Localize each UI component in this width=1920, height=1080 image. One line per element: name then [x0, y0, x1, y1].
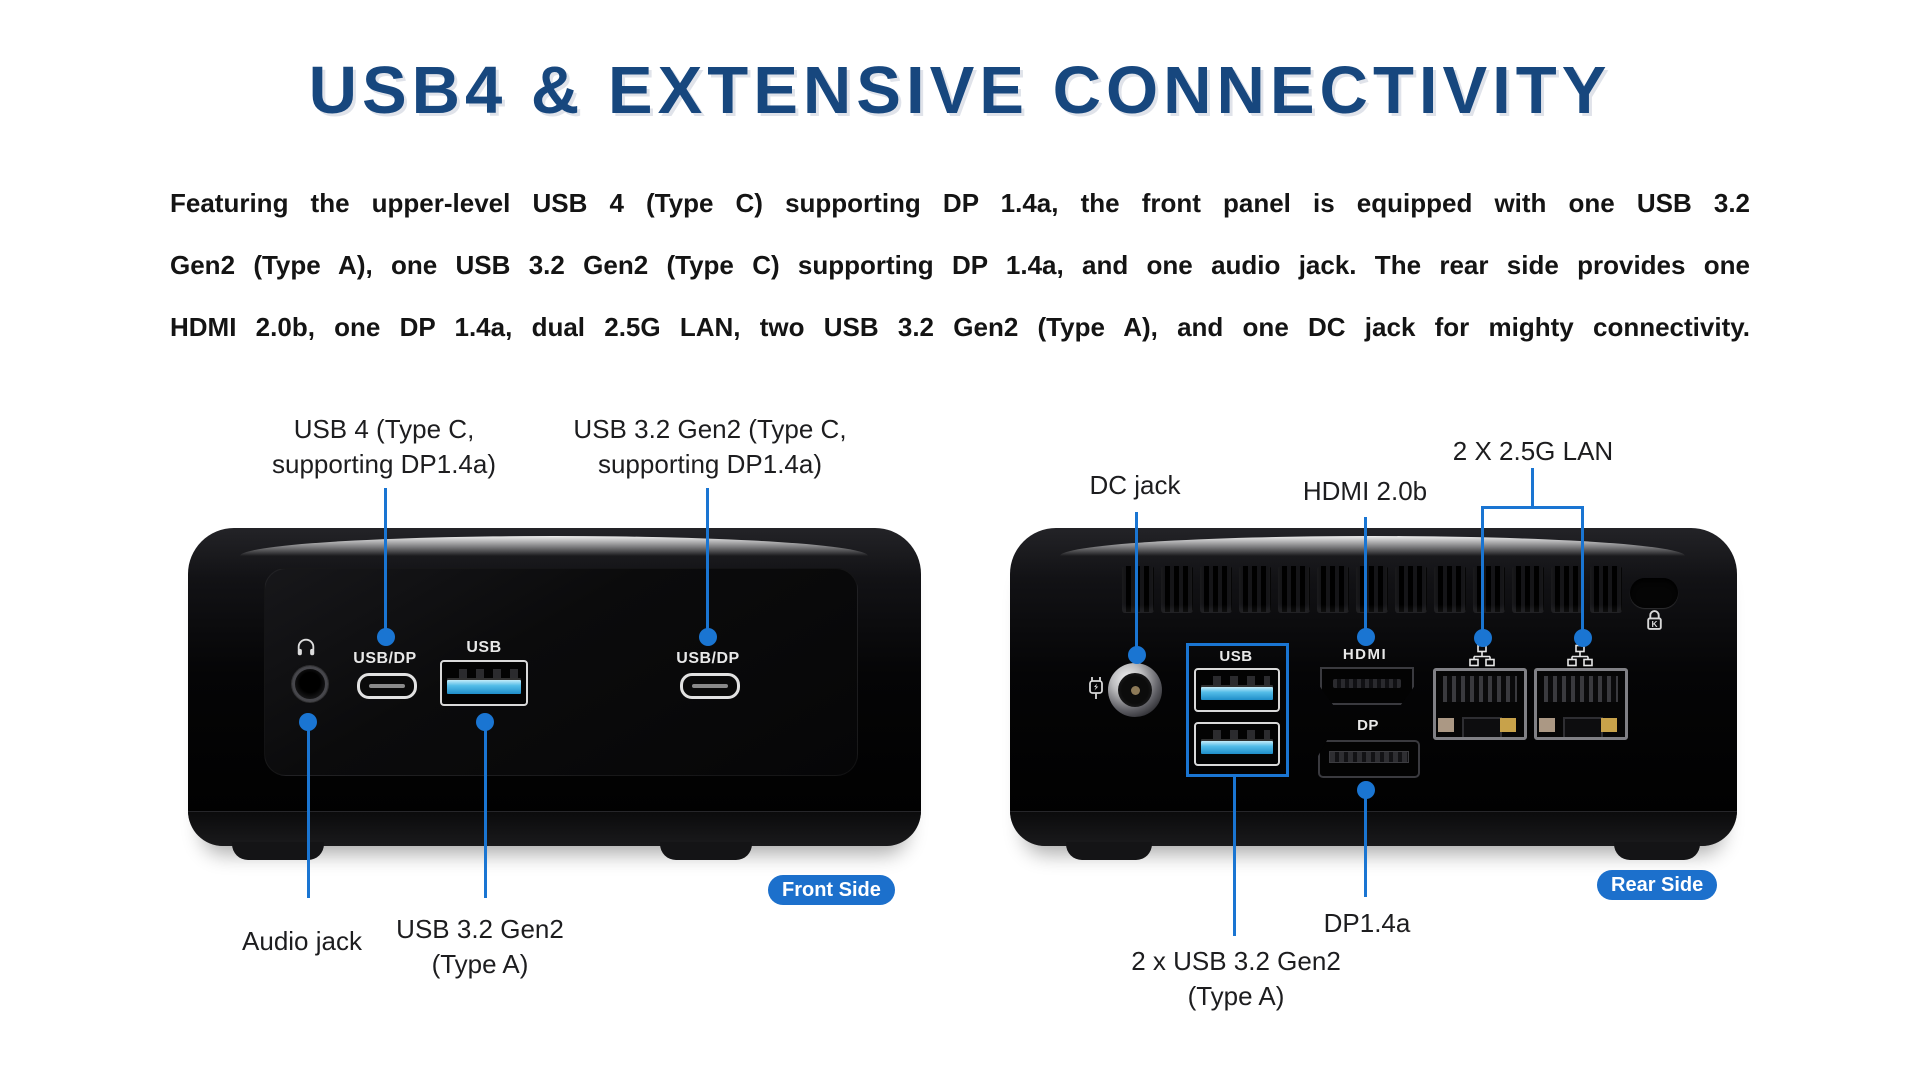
callout-dot — [377, 628, 395, 646]
label-lan: 2 X 2.5G LAN — [1452, 436, 1614, 466]
kensington-lock-icon: K — [1647, 610, 1662, 630]
device-foot — [660, 842, 752, 860]
callout-dot — [1574, 629, 1592, 647]
lan-tab — [1500, 718, 1516, 732]
callout-line — [307, 728, 310, 898]
device-foot — [1614, 842, 1700, 860]
usb-a-port — [1194, 668, 1280, 712]
intro-paragraph: Featuring the upper-level USB 4 (Type C)… — [170, 172, 1750, 358]
callout-line — [1531, 468, 1534, 508]
audio-jack-port — [292, 666, 328, 702]
label-usb4-type-c: USB 4 (Type C, supporting DP1.4a) — [271, 414, 497, 479]
gloss-highlight — [1060, 536, 1685, 556]
hdmi-port — [1320, 667, 1414, 705]
paragraph-line: Featuring the upper-level USB 4 (Type C)… — [170, 188, 1750, 218]
port-label-usbdp: USB/DP — [353, 650, 417, 667]
paragraph-line: HDMI 2.0b, one DP 1.4a, dual 2.5G LAN, t… — [170, 312, 1750, 342]
page-title: USB4 & EXTENSIVE CONNECTIVITY — [308, 53, 1612, 128]
usb-pair-outline — [1186, 643, 1289, 777]
callout-dot — [1357, 628, 1375, 646]
callout-line — [1481, 506, 1584, 509]
label-hdmi: HDMI 2.0b — [1302, 476, 1428, 506]
rear-side-badge: Rear Side — [1597, 870, 1718, 900]
usb-a-port — [1194, 722, 1280, 766]
callout-line — [384, 488, 387, 637]
port-label-usb: USB — [466, 639, 502, 656]
power-plug-icon — [1089, 677, 1103, 699]
port-label-hdmi: HDMI — [1342, 646, 1388, 663]
callout-line — [1233, 774, 1236, 936]
lan-tab — [1539, 718, 1555, 732]
chassis-base — [1010, 811, 1737, 846]
port-label-usbdp: USB/DP — [676, 650, 740, 667]
vent-grille — [1122, 566, 1622, 612]
port-label-usb: USB — [1219, 648, 1253, 665]
callout-dot — [1357, 781, 1375, 799]
paragraph-line: Gen2 (Type A), one USB 3.2 Gen2 (Type C)… — [170, 250, 1750, 280]
headphone-icon — [297, 638, 315, 656]
callout-line — [1135, 512, 1138, 655]
device-foot — [1066, 842, 1152, 860]
front-panel — [264, 568, 858, 776]
lan-tab — [1601, 718, 1617, 732]
usb-a-port — [440, 660, 528, 706]
gloss-highlight — [240, 536, 868, 556]
callout-line — [1364, 517, 1367, 637]
label-rear-usb: 2 x USB 3.2 Gen2 (Type A) — [1131, 946, 1341, 1011]
callout-line — [484, 728, 487, 898]
usb-c-port — [680, 673, 740, 699]
lan-port — [1433, 668, 1527, 740]
label-dp14a: DP1.4a — [1323, 908, 1411, 938]
port-label-dp: DP — [1357, 717, 1379, 734]
chassis-base — [188, 811, 921, 846]
callout-dot — [476, 713, 494, 731]
callout-dot — [1474, 629, 1492, 647]
label-dc-jack: DC jack — [1089, 470, 1181, 500]
svg-text:K: K — [1651, 619, 1657, 629]
front-device — [188, 528, 921, 846]
front-side-badge: Front Side — [768, 875, 895, 905]
lan-tab — [1438, 718, 1454, 732]
label-usb32-type-c: USB 3.2 Gen2 (Type C, supporting DP1.4a) — [573, 414, 847, 479]
label-audio-jack: Audio jack — [242, 926, 362, 956]
device-foot — [232, 842, 324, 860]
callout-dot — [1128, 646, 1146, 664]
displayport-port — [1318, 740, 1420, 778]
callout-dot — [699, 628, 717, 646]
callout-dot — [299, 713, 317, 731]
network-icon — [1567, 644, 1593, 667]
kensington-slot — [1630, 578, 1678, 608]
callout-line — [706, 488, 709, 637]
usb-c-port — [357, 673, 417, 699]
dc-jack-port — [1108, 663, 1162, 717]
label-usb32-type-a: USB 3.2 Gen2 (Type A) — [396, 914, 564, 979]
callout-line — [1581, 506, 1584, 638]
callout-line — [1481, 506, 1484, 638]
network-icon — [1469, 644, 1495, 667]
callout-line — [1364, 796, 1367, 897]
